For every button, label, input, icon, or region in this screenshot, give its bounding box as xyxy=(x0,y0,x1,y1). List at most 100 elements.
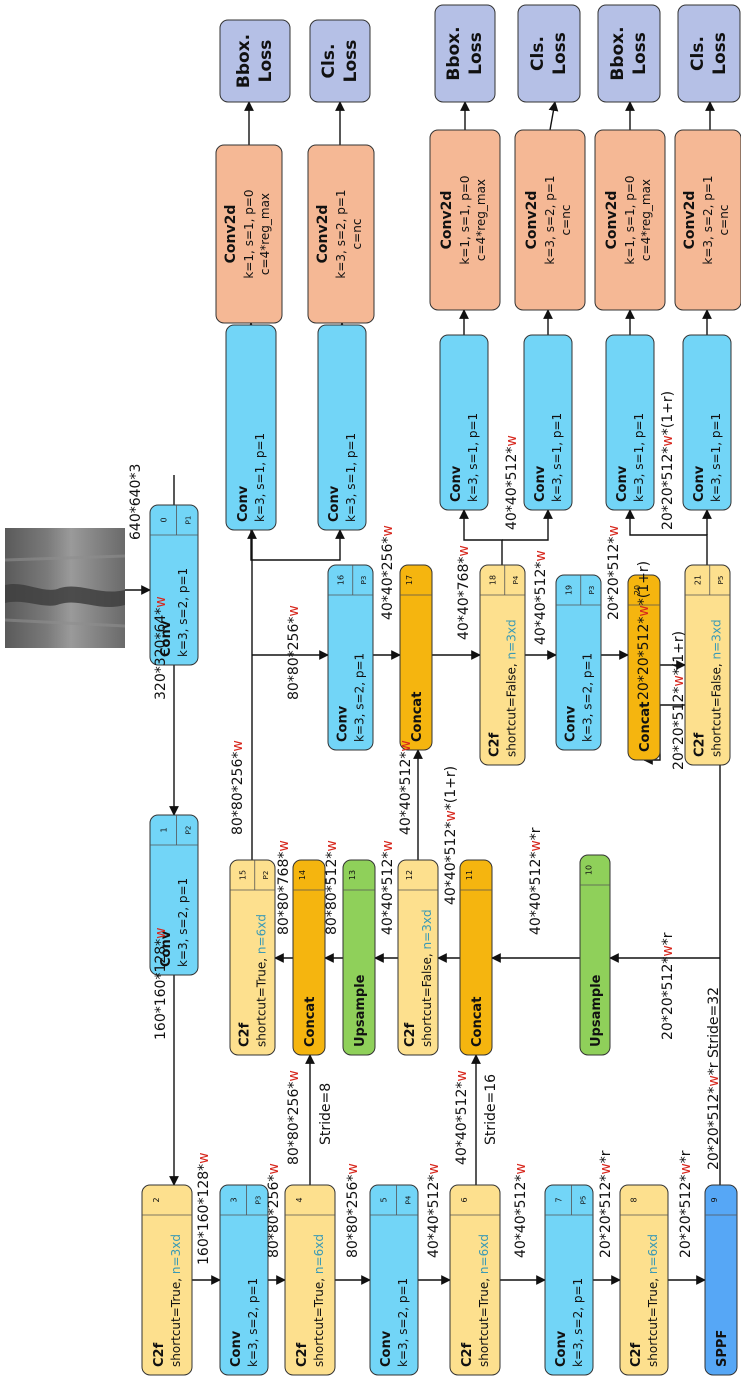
label-l_6_7: 40*40*512*w xyxy=(513,1163,529,1258)
loss-title: Bbox. xyxy=(444,26,464,80)
block-params: k=3, s=2, p=1 xyxy=(701,175,715,264)
block-params: shortcut=True, n=6xd xyxy=(646,1234,660,1367)
block-title: Upsample xyxy=(353,974,368,1047)
block-title: Conv2d xyxy=(604,191,620,250)
block-shape xyxy=(141,1184,193,1376)
block-title: Conv xyxy=(327,485,342,522)
label-suffix: *(1+r) xyxy=(660,391,676,435)
block-params: shortcut=True, n=3xd xyxy=(169,1234,183,1367)
edge-28 xyxy=(459,509,503,565)
block-n-value: n=6xd xyxy=(646,1234,660,1274)
label-suffix: *(1+r) xyxy=(671,631,687,675)
block-title: Conv xyxy=(615,465,630,502)
block-level-tag: P2 xyxy=(184,826,192,835)
label-shape-text: 160*160*128* xyxy=(196,1164,212,1265)
block-level-tag: P5 xyxy=(579,1196,587,1205)
block-title: Conv xyxy=(336,705,351,742)
label-l_16_17: 40*40*256*w xyxy=(380,525,396,620)
label-width-multiplier: w xyxy=(286,605,302,616)
label-l_15_16: 80*80*256*w xyxy=(286,605,302,700)
label-width-multiplier: w xyxy=(398,740,414,751)
block-shape xyxy=(517,4,581,103)
block-params: k=3, s=2, p=1 xyxy=(353,653,367,742)
label-shape-text: 40*40*512* xyxy=(454,1082,470,1165)
block-upsample-b13: Upsample 13 xyxy=(342,859,376,1056)
label-shape-text: 160*160*128* xyxy=(153,939,169,1040)
label-shape-text: 80*80*768* xyxy=(276,852,292,935)
block-params: k=3, s=1, p=1 xyxy=(709,413,723,502)
block-title: Conv xyxy=(449,465,464,502)
block-extra: c=nc xyxy=(717,205,731,236)
label-shape-text: 20*20*512* xyxy=(671,687,687,770)
label-shape-text: 20*20*512* xyxy=(660,447,676,530)
block-index-14: 14 xyxy=(298,870,307,880)
block-params: k=3, s=1, p=1 xyxy=(632,413,646,502)
block-shape xyxy=(327,564,374,751)
block-n-value: n=3xd xyxy=(710,619,724,659)
label-shape-text: 20*20*512* xyxy=(660,957,676,1040)
block-params: shortcut=False, n=3xd xyxy=(420,909,434,1047)
block-text-group: Concat xyxy=(638,702,653,752)
block-shape xyxy=(704,1184,738,1376)
block-level-tag: P4 xyxy=(512,575,520,584)
label-shape-text: 80*80*512* xyxy=(324,852,340,935)
block-params: shortcut=True, n=6xd xyxy=(477,1234,491,1367)
block-index-18: 18 xyxy=(489,575,498,585)
label-l_15_out: 80*80*256*w xyxy=(230,740,246,835)
label-width-multiplier: w xyxy=(230,740,246,751)
loss-subtitle: Loss xyxy=(256,40,276,83)
block-index-2: 2 xyxy=(152,1197,161,1202)
block-title: C2f xyxy=(460,1342,475,1367)
block-shape xyxy=(555,574,602,751)
block-params: k=3, s=2, p=1 xyxy=(396,1278,410,1367)
block-shape xyxy=(219,19,291,103)
block-title: Conv2d xyxy=(223,205,239,264)
block-title: Concat xyxy=(303,997,318,1047)
block-title: C2f xyxy=(629,1342,644,1367)
input-image xyxy=(4,528,126,648)
block-shape xyxy=(317,324,367,531)
block-title: Conv2d xyxy=(315,205,331,264)
block-n-value: n=6xd xyxy=(477,1234,491,1274)
block-extra: c=4*reg_max xyxy=(258,193,272,275)
label-width-multiplier: w xyxy=(426,1163,442,1174)
block-index-11: 11 xyxy=(465,870,474,880)
label-l_s16: 40*40*512*w xyxy=(454,1070,470,1165)
block-params: k=3, s=2, p=1 xyxy=(176,878,190,967)
block-loss-hl3: Bbox.Loss xyxy=(434,4,496,103)
block-params: k=1, s=1, p=0 xyxy=(623,175,637,264)
label-shape-text: 20*20*512* xyxy=(636,617,652,700)
block-text-group: Upsample xyxy=(589,974,604,1047)
block-shape xyxy=(544,1184,594,1376)
label-width-multiplier: w xyxy=(513,1163,529,1174)
label-width-multiplier: w xyxy=(636,605,652,616)
block-shape xyxy=(479,564,526,766)
block-params: k=1, s=1, p=0 xyxy=(458,175,472,264)
block-index-6: 6 xyxy=(460,1197,469,1202)
label-l_13_14: 80*80*512*w xyxy=(324,840,340,935)
label-l_17_18: 40*40*768*w xyxy=(456,545,472,640)
label-shape-text: 20*20*512* xyxy=(598,1175,614,1258)
block-shape xyxy=(684,564,731,766)
block-title: Conv xyxy=(229,1330,244,1367)
label-width-multiplier: w xyxy=(606,525,622,536)
label-l_11_12: 40*40*512*w*(1+r) xyxy=(443,766,459,905)
block-concat-b14: Concat 14 xyxy=(292,859,326,1056)
block-index-13: 13 xyxy=(348,870,357,880)
block-params: shortcut=False, n=3xd xyxy=(505,619,519,757)
block-shape xyxy=(579,854,611,1056)
